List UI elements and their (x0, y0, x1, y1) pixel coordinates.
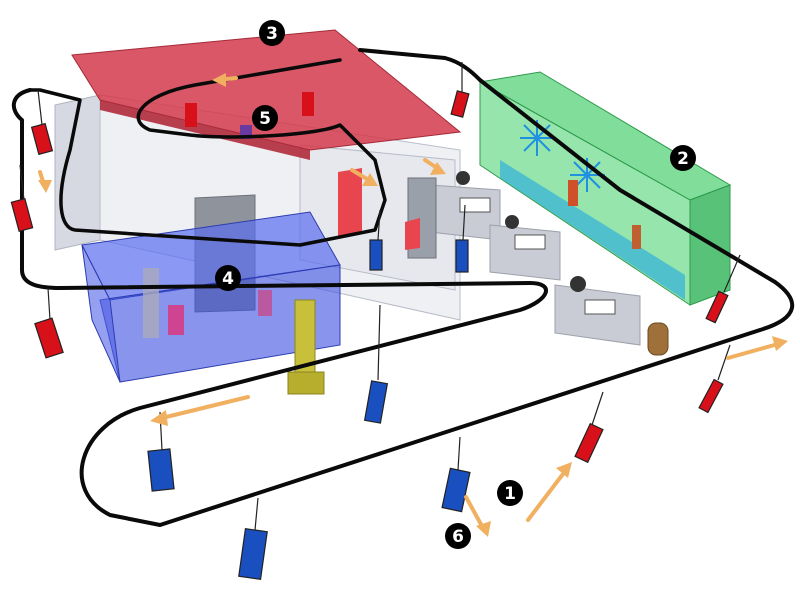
pink-part-in-booth-2 (258, 290, 272, 316)
marker-2-label: 2 (677, 149, 689, 169)
direction-arrows (38, 73, 788, 537)
red-panel-annex (338, 168, 362, 236)
blue-part-5 (441, 467, 471, 513)
green-booth (478, 71, 732, 306)
feeder-screen-2 (514, 234, 546, 250)
pink-part-in-booth (168, 305, 184, 335)
blue-part-3 (455, 239, 469, 273)
feeder-unit-2 (489, 224, 561, 281)
feeder-unit-3 (554, 284, 641, 346)
red-part-6 (698, 378, 724, 414)
marker-1: 1 (497, 480, 523, 506)
red-part-inside-1 (185, 103, 197, 127)
blue-booth (81, 211, 341, 383)
conveyor-inner-loop (28, 58, 387, 247)
blue-booth-left (81, 244, 121, 383)
blue-part-4 (147, 448, 175, 492)
part-in-washer-2 (632, 225, 641, 249)
marker-1-label: 1 (504, 484, 516, 504)
blue-part-6 (238, 528, 268, 580)
red-part-inside-2 (302, 92, 314, 116)
red-panel-annex-2 (405, 218, 420, 250)
red-booth-inner (100, 100, 310, 160)
operator-figure (143, 268, 159, 338)
feeder-screen-3 (584, 299, 616, 315)
robot-base (287, 371, 325, 395)
tank (647, 322, 669, 356)
hanging-parts (10, 62, 741, 580)
red-part-2 (10, 197, 34, 233)
blue-part-2 (369, 239, 383, 271)
green-booth-floor-water (500, 160, 685, 300)
marker-2: 2 (670, 145, 696, 171)
red-booth-roof (71, 29, 462, 151)
feeder-drum-1 (456, 171, 470, 185)
marker-6: 6 (445, 523, 471, 549)
conveyor (11, 48, 795, 527)
conveyor-outer-loop (11, 48, 795, 527)
red-booth (71, 29, 462, 250)
marker-5-label: 5 (259, 109, 271, 129)
red-part-5 (705, 290, 729, 324)
red-part-4 (450, 90, 470, 118)
red-part-3 (34, 317, 64, 359)
red-part-1 (30, 122, 54, 156)
feeder-drum-2 (505, 215, 519, 229)
robot (287, 299, 325, 395)
feeder-screen-1 (459, 197, 491, 213)
red-part-in-washer (568, 180, 578, 206)
red-part-7 (574, 422, 604, 464)
marker-3: 3 (259, 20, 285, 46)
marker-5: 5 (252, 105, 278, 131)
marker-4-label: 4 (222, 269, 234, 289)
marker-6-label: 6 (452, 527, 464, 547)
tank-body (647, 322, 669, 356)
marker-3-label: 3 (266, 24, 278, 44)
marker-4: 4 (215, 265, 241, 291)
blue-part-1 (363, 380, 389, 424)
feeder-drum-3 (570, 276, 586, 292)
